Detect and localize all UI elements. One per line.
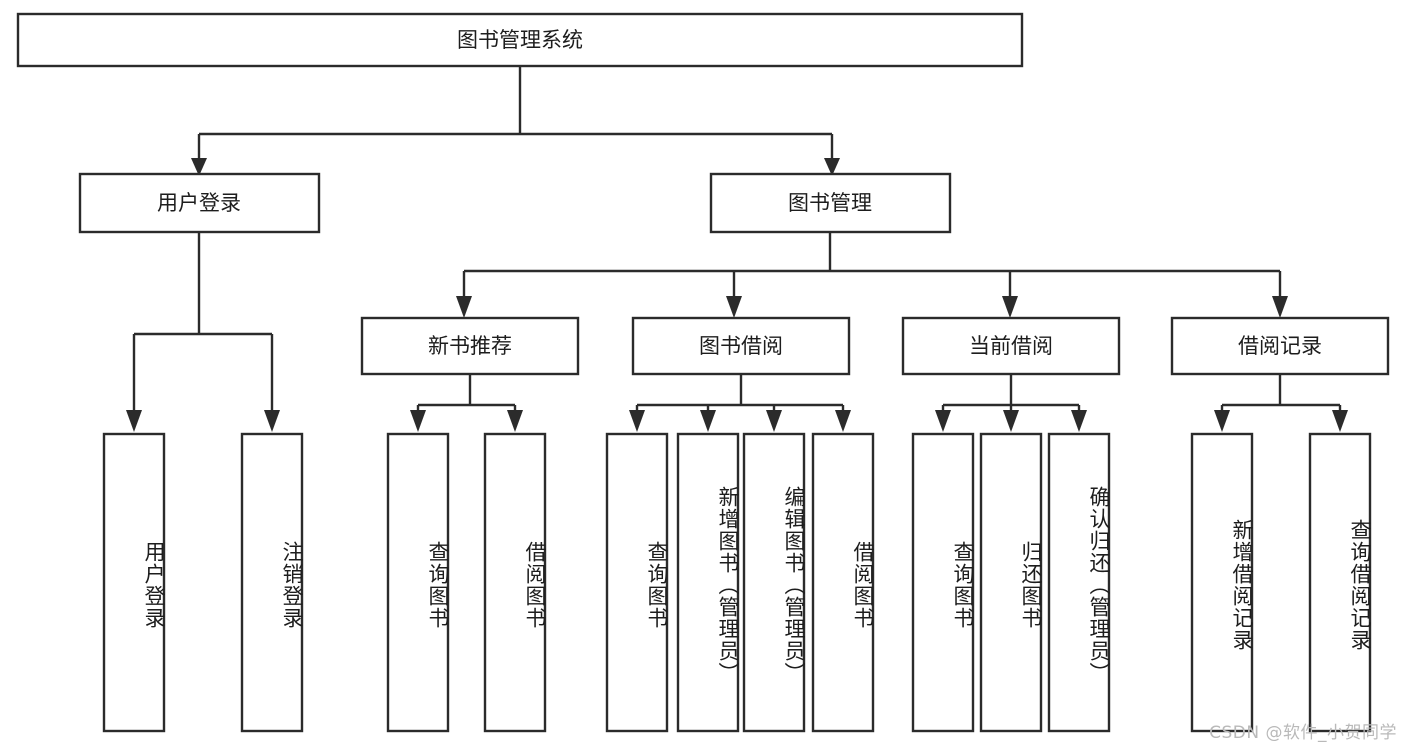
connector-currentborrow-to-leaves xyxy=(935,374,1087,432)
leaf-query-book-borrow-label: 查询图书 xyxy=(645,540,669,629)
leaf-query-borrow-record-box[interactable] xyxy=(1308,432,1372,733)
leaf-return-book-box[interactable] xyxy=(979,432,1043,733)
watermark-text: CSDN @软件_小贺同学 xyxy=(1209,723,1397,743)
node-book-borrow-label: 图书借阅 xyxy=(699,334,783,358)
arrow-icon xyxy=(1002,296,1018,318)
leaf-query-book-current-box[interactable] xyxy=(911,432,975,733)
arrow-icon xyxy=(410,410,426,432)
leaf-user-login-label: 用户登录 xyxy=(142,540,166,629)
arrow-icon xyxy=(126,410,142,432)
node-book-borrow-box[interactable] xyxy=(631,316,851,376)
arrow-icon xyxy=(456,296,472,318)
leaf-query-book-rec-label: 查询图书 xyxy=(426,540,450,629)
node-new-book-recommend-box[interactable] xyxy=(360,316,580,376)
arrow-icon xyxy=(726,296,742,318)
arrow-icon xyxy=(766,410,782,432)
leaf-add-book-admin-box[interactable] xyxy=(676,432,740,733)
connector-bookmanage-to-level3 xyxy=(456,232,1288,318)
leaf-add-borrow-record-label: 新增借阅记录 xyxy=(1230,518,1254,651)
arrow-icon xyxy=(191,158,207,176)
leaf-return-book-label: 归还图书 xyxy=(1019,540,1043,629)
leaf-query-book-current-label: 查询图书 xyxy=(951,540,975,629)
leaf-add-book-admin-label: 新增图书（管理员） xyxy=(716,485,740,684)
arrow-icon xyxy=(700,410,716,432)
node-root-label: 图书管理系统 xyxy=(457,28,583,52)
node-book-borrow[interactable]: 图书借阅 xyxy=(631,316,851,376)
leaf-borrow-book-label: 借阅图书 xyxy=(851,540,875,629)
arrow-icon xyxy=(935,410,951,432)
connector-root-to-level2 xyxy=(191,66,840,176)
node-book-manage-box[interactable] xyxy=(709,172,952,234)
connector-borrowrecord-to-leaves xyxy=(1214,374,1348,432)
arrow-icon xyxy=(1332,410,1348,432)
node-borrow-record-label: 借阅记录 xyxy=(1238,334,1322,358)
node-borrow-record-box[interactable] xyxy=(1170,316,1390,376)
arrow-icon xyxy=(629,410,645,432)
leaf-query-book-rec-box[interactable] xyxy=(386,432,450,733)
leaf-boxes xyxy=(102,432,1372,733)
node-user-login-label: 用户登录 xyxy=(157,191,241,215)
connector-bookborrow-to-leaves xyxy=(629,374,851,432)
arrow-icon xyxy=(1003,410,1019,432)
node-book-manage-label: 图书管理 xyxy=(788,191,872,215)
node-borrow-record[interactable]: 借阅记录 xyxy=(1170,316,1390,376)
arrow-icon xyxy=(1214,410,1230,432)
node-new-book-recommend[interactable]: 新书推荐 xyxy=(360,316,580,376)
connector-userlogin-to-leaves xyxy=(126,232,280,432)
leaf-borrow-book-rec-box[interactable] xyxy=(483,432,547,733)
node-user-login[interactable]: 用户登录 xyxy=(78,172,321,234)
node-current-borrow-box[interactable] xyxy=(901,316,1121,376)
leaf-confirm-return-admin-label: 确认归还（管理员） xyxy=(1087,485,1111,684)
leaf-user-login-box[interactable] xyxy=(102,432,166,733)
arrow-icon xyxy=(264,410,280,432)
leaf-borrow-book-rec-label: 借阅图书 xyxy=(523,540,547,629)
leaf-query-borrow-record-label: 查询借阅记录 xyxy=(1348,518,1372,651)
connector-newbook-to-leaves xyxy=(410,374,523,432)
arrow-icon xyxy=(835,410,851,432)
arrow-icon xyxy=(507,410,523,432)
node-current-borrow-label: 当前借阅 xyxy=(969,334,1053,358)
leaf-edit-book-admin-label: 编辑图书（管理员） xyxy=(782,485,806,684)
node-current-borrow[interactable]: 当前借阅 xyxy=(901,316,1121,376)
node-new-book-recommend-label: 新书推荐 xyxy=(428,334,512,358)
leaf-borrow-book-box[interactable] xyxy=(811,432,875,733)
leaf-logout-login-box[interactable] xyxy=(240,432,304,733)
node-user-login-box[interactable] xyxy=(78,172,321,234)
arrow-icon xyxy=(1272,296,1288,318)
node-root-box[interactable] xyxy=(16,12,1024,68)
node-root[interactable]: 图书管理系统 xyxy=(16,12,1024,68)
arrow-icon xyxy=(1071,410,1087,432)
node-book-manage[interactable]: 图书管理 xyxy=(709,172,952,234)
leaf-query-book-borrow-box[interactable] xyxy=(605,432,669,733)
leaf-confirm-return-admin-box[interactable] xyxy=(1047,432,1111,733)
leaf-logout-login-label: 注销登录 xyxy=(280,540,304,629)
leaf-add-borrow-record-box[interactable] xyxy=(1190,432,1254,733)
arrow-icon xyxy=(824,158,840,176)
leaf-edit-book-admin-box[interactable] xyxy=(742,432,806,733)
